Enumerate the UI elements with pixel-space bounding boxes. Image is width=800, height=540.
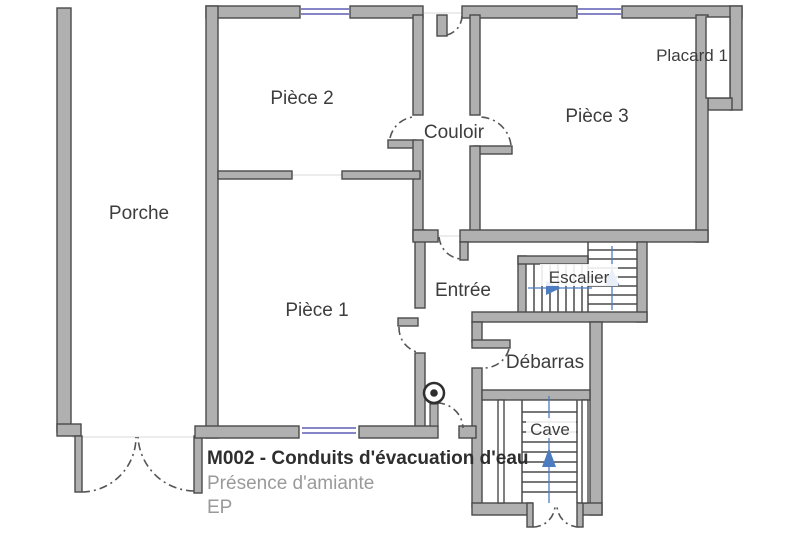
- room-labels: Porche Pièce 2 Pièce 1 Pièce 3 Couloir E…: [109, 46, 728, 439]
- conduit-marker: [422, 381, 446, 427]
- door-debarras: [482, 348, 510, 369]
- door-piece1: [398, 326, 418, 353]
- thin-partitions: [497, 16, 731, 504]
- room-label-piece2: Pièce 2: [270, 88, 333, 109]
- threshold-lines: [72, 12, 462, 438]
- placard-box: [705, 16, 731, 99]
- annotation-line3: EP: [207, 497, 232, 518]
- arrow-up-icon: [542, 448, 556, 467]
- room-label-debarras: Débarras: [506, 352, 584, 373]
- room-label-piece3: Pièce 3: [565, 106, 628, 127]
- annotation-line2: Présence d'amiante: [207, 473, 374, 494]
- room-label-piece1: Pièce 1: [285, 300, 348, 321]
- door-porche-right: [137, 436, 195, 492]
- room-label-escalier: Escalier: [549, 268, 610, 287]
- window-piece2: [301, 8, 349, 15]
- door-couloir-entree: [438, 236, 463, 260]
- door-piece3: [480, 116, 512, 146]
- window-piece3: [578, 8, 621, 15]
- room-label-placard1: Placard 1: [656, 46, 728, 65]
- cave-label-backdrop: [526, 418, 576, 438]
- walls: [56, 5, 743, 528]
- room-label-cave: Cave: [530, 420, 570, 439]
- door-couloir-exterior: [446, 14, 463, 36]
- windows: [301, 8, 621, 434]
- door-porche-left: [81, 436, 137, 493]
- window-piece1: [302, 427, 356, 434]
- annotation-block: M002 - Conduits d'évacuation d'eau Prése…: [207, 448, 529, 518]
- escalier-label-backdrop: [540, 264, 618, 286]
- door-arcs: [81, 14, 580, 528]
- door-piece2: [389, 116, 414, 139]
- door-cave-left: [532, 504, 556, 528]
- door-cave-right: [556, 504, 580, 528]
- annotation-title: M002 - Conduits d'évacuation d'eau: [207, 448, 529, 469]
- door-entree-south: [436, 402, 464, 429]
- room-label-entree: Entrée: [435, 280, 491, 301]
- room-label-porche: Porche: [109, 203, 169, 224]
- room-label-couloir: Couloir: [424, 122, 485, 143]
